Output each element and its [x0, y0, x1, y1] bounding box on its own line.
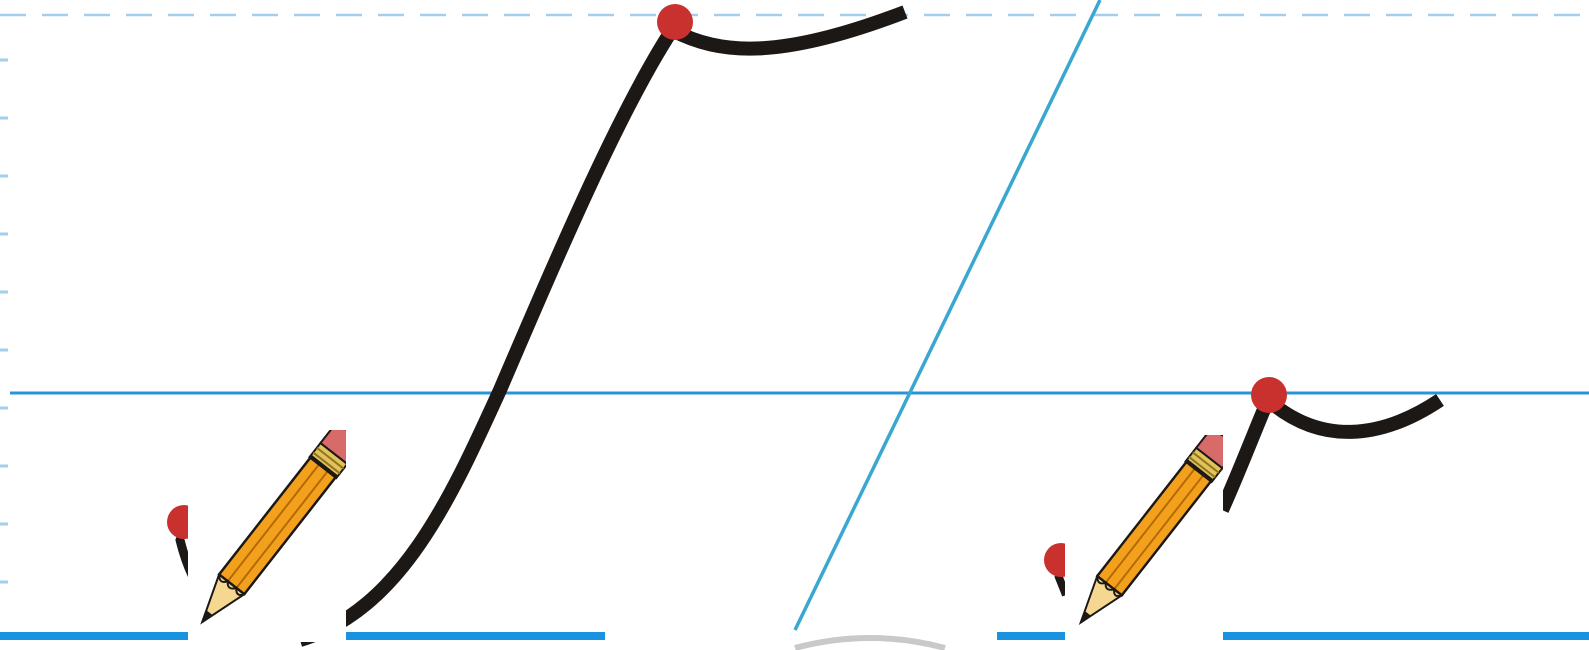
pencil-icon: [188, 430, 346, 642]
short-letter-stroke: [1222, 400, 1440, 510]
slant-guide-line: [795, 0, 1100, 630]
margin-ticks: [0, 60, 8, 582]
bottom-decorative-arc: [795, 638, 945, 648]
pencil-icon: [1065, 435, 1223, 642]
tall-letter-stroke: [300, 12, 905, 640]
start-dot: [657, 4, 693, 40]
start-dot: [1251, 377, 1287, 413]
